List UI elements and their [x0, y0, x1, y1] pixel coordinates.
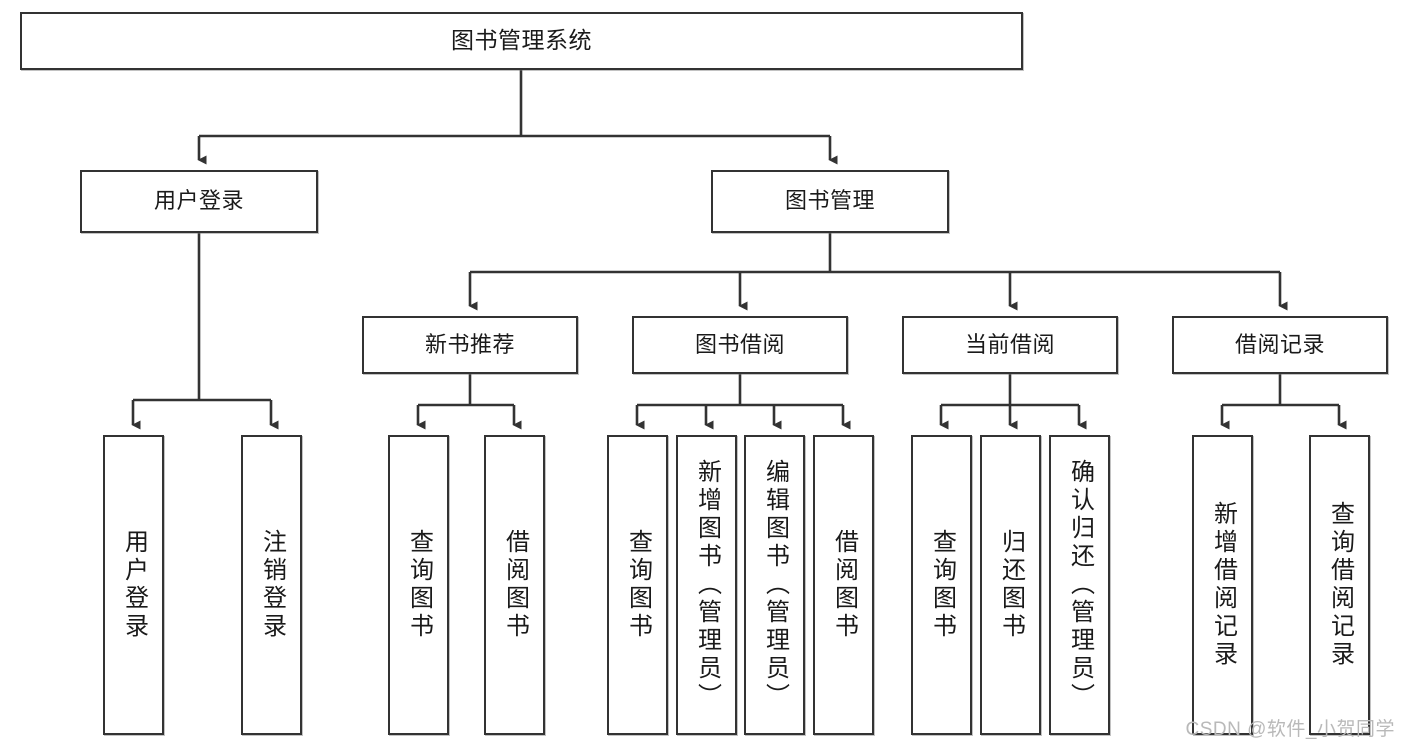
leaf-current-return-book[interactable]: 归还图书	[980, 435, 1041, 735]
node-label: 新增图书（管理员）	[693, 459, 721, 711]
node-label: 借阅图书	[830, 529, 858, 641]
leaf-record-query[interactable]: 查询借阅记录	[1309, 435, 1370, 735]
leaf-borrow-borrow-book[interactable]: 借阅图书	[813, 435, 874, 735]
leaf-user-login[interactable]: 用户登录	[103, 435, 164, 735]
node-label: 用户登录	[153, 188, 244, 214]
node-label: 归还图书	[997, 529, 1025, 641]
node-label: 图书管理系统	[451, 27, 592, 54]
node-label: 图书借阅	[694, 331, 785, 357]
node-book-borrow[interactable]: 图书借阅	[632, 316, 848, 374]
node-current-borrow[interactable]: 当前借阅	[902, 316, 1118, 374]
node-label: 注销登录	[258, 529, 286, 641]
node-label: 用户登录	[120, 529, 148, 641]
node-label: 查询借阅记录	[1326, 501, 1354, 669]
node-label: 借阅记录	[1234, 331, 1325, 357]
leaf-current-query-book[interactable]: 查询图书	[911, 435, 972, 735]
node-borrow-record[interactable]: 借阅记录	[1172, 316, 1388, 374]
leaf-borrow-query-book[interactable]: 查询图书	[607, 435, 668, 735]
leaf-new-book-borrow[interactable]: 借阅图书	[484, 435, 545, 735]
node-book-management[interactable]: 图书管理	[711, 170, 949, 233]
node-label: 借阅图书	[501, 529, 529, 641]
node-label: 查询图书	[928, 529, 956, 641]
node-label: 当前借阅	[964, 331, 1055, 357]
node-user-login[interactable]: 用户登录	[80, 170, 318, 233]
leaf-current-confirm-return[interactable]: 确认归还（管理员）	[1049, 435, 1110, 735]
node-label: 编辑图书（管理员）	[761, 459, 789, 711]
node-label: 新增借阅记录	[1209, 501, 1237, 669]
node-root-system[interactable]: 图书管理系统	[20, 12, 1023, 70]
leaf-record-add[interactable]: 新增借阅记录	[1192, 435, 1253, 735]
leaf-borrow-edit-book[interactable]: 编辑图书（管理员）	[744, 435, 805, 735]
watermark: CSDN @软件_小贺同学	[1185, 719, 1395, 740]
node-label: 查询图书	[624, 529, 652, 641]
leaf-user-logout[interactable]: 注销登录	[241, 435, 302, 735]
node-label: 确认归还（管理员）	[1066, 459, 1094, 711]
node-label: 新书推荐	[424, 331, 515, 357]
node-label: 图书管理	[784, 188, 875, 214]
leaf-new-book-query[interactable]: 查询图书	[388, 435, 449, 735]
leaf-borrow-add-book[interactable]: 新增图书（管理员）	[676, 435, 737, 735]
node-label: 查询图书	[405, 529, 433, 641]
node-new-book-recommend[interactable]: 新书推荐	[362, 316, 578, 374]
